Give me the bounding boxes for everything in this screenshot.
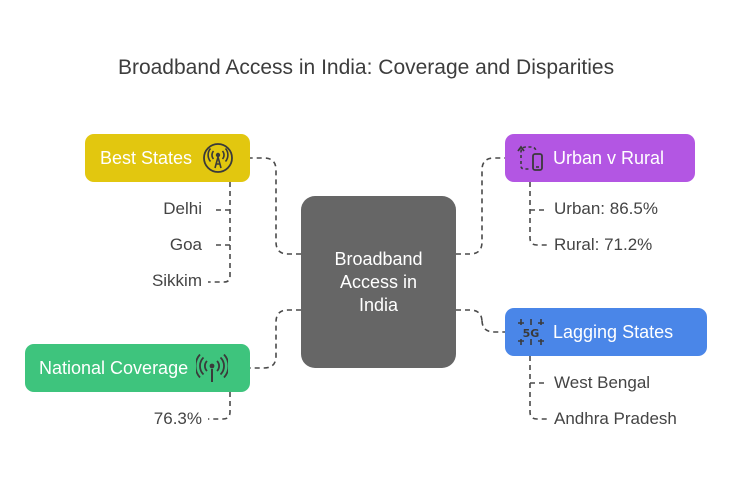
connector-urban-rural: [456, 157, 505, 255]
mobile-sync-icon: [517, 145, 543, 171]
central-topic-node: Broadband Access in India: [301, 196, 456, 368]
best-states-node: Best States: [85, 134, 250, 182]
urban-rural-node: Urban v Rural: [505, 134, 695, 182]
5g-icon: 5G: [518, 319, 544, 345]
best-states-item-1: Delhi: [163, 199, 202, 218]
connector-best-states-leaves: [208, 182, 231, 283]
lagging-states-item-1: West Bengal: [554, 373, 651, 392]
antenna-signal-icon: [196, 353, 229, 382]
best-states-item-2: Goa: [169, 235, 202, 254]
page-title: Broadband Access in India: Coverage and …: [117, 56, 615, 79]
lagging-states-node: 5G Lagging States: [505, 308, 707, 356]
urban-rural-item-1: Urban: 86.5%: [554, 199, 658, 218]
connector-lagging-leaves: [529, 356, 547, 420]
lagging-states-label: Lagging States: [553, 321, 674, 342]
lagging-states-item-2: Andhra Pradesh: [554, 409, 677, 428]
best-states-label: Best States: [100, 147, 193, 168]
connector-national-coverage: [250, 309, 301, 369]
wireless-tower-icon: [203, 143, 233, 173]
connector-best-states: [250, 157, 301, 255]
urban-rural-item-2: Rural: 71.2%: [554, 235, 653, 254]
national-coverage-item-1: 76.3%: [153, 409, 202, 428]
urban-rural-label: Urban v Rural: [553, 147, 665, 168]
central-topic-label: Broadband Access in India: [334, 248, 423, 315]
national-coverage-label: National Coverage: [39, 357, 189, 378]
national-coverage-node: National Coverage: [25, 344, 250, 392]
connector-national-leaf: [208, 392, 231, 420]
svg-text:5G: 5G: [523, 327, 540, 340]
connector-urban-rural-leaves: [529, 182, 547, 246]
best-states-item-3: Sikkim: [151, 271, 202, 290]
connector-lagging-states: [456, 309, 505, 333]
